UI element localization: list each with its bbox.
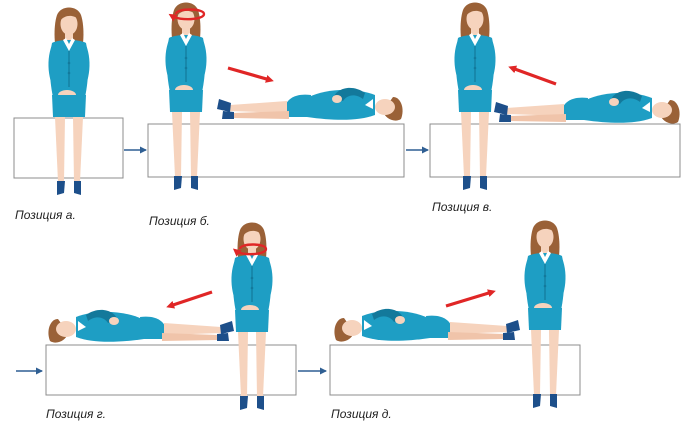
move-arrow-g — [166, 290, 213, 309]
couch-v — [429, 123, 681, 178]
position-v — [429, 1, 681, 191]
couch-b — [147, 123, 405, 178]
head-rotation-arrow-b — [168, 8, 206, 22]
caption-position-b: Позиция б. — [149, 214, 210, 228]
position-d — [329, 219, 581, 409]
patient-lying-g — [48, 309, 234, 343]
couch-g — [45, 344, 297, 396]
patient-lying-d — [334, 308, 520, 342]
position-b — [147, 1, 405, 191]
couch-d — [329, 344, 581, 396]
patient-lying-v — [494, 90, 680, 124]
caption-position-v: Позиция в. — [432, 200, 493, 214]
caption-position-d: Позиция д. — [331, 407, 392, 421]
move-arrow-v — [508, 65, 557, 86]
move-arrow-d — [445, 289, 496, 308]
head-rotation-arrow-g — [232, 243, 268, 257]
caption-position-g: Позиция г. — [46, 407, 107, 421]
couch-a — [13, 117, 124, 179]
position-a — [13, 6, 124, 196]
position-g — [16, 221, 297, 411]
patient-lying-b — [217, 87, 403, 121]
move-arrow-b — [227, 66, 274, 83]
caption-position-a: Позиция а. — [15, 208, 76, 222]
